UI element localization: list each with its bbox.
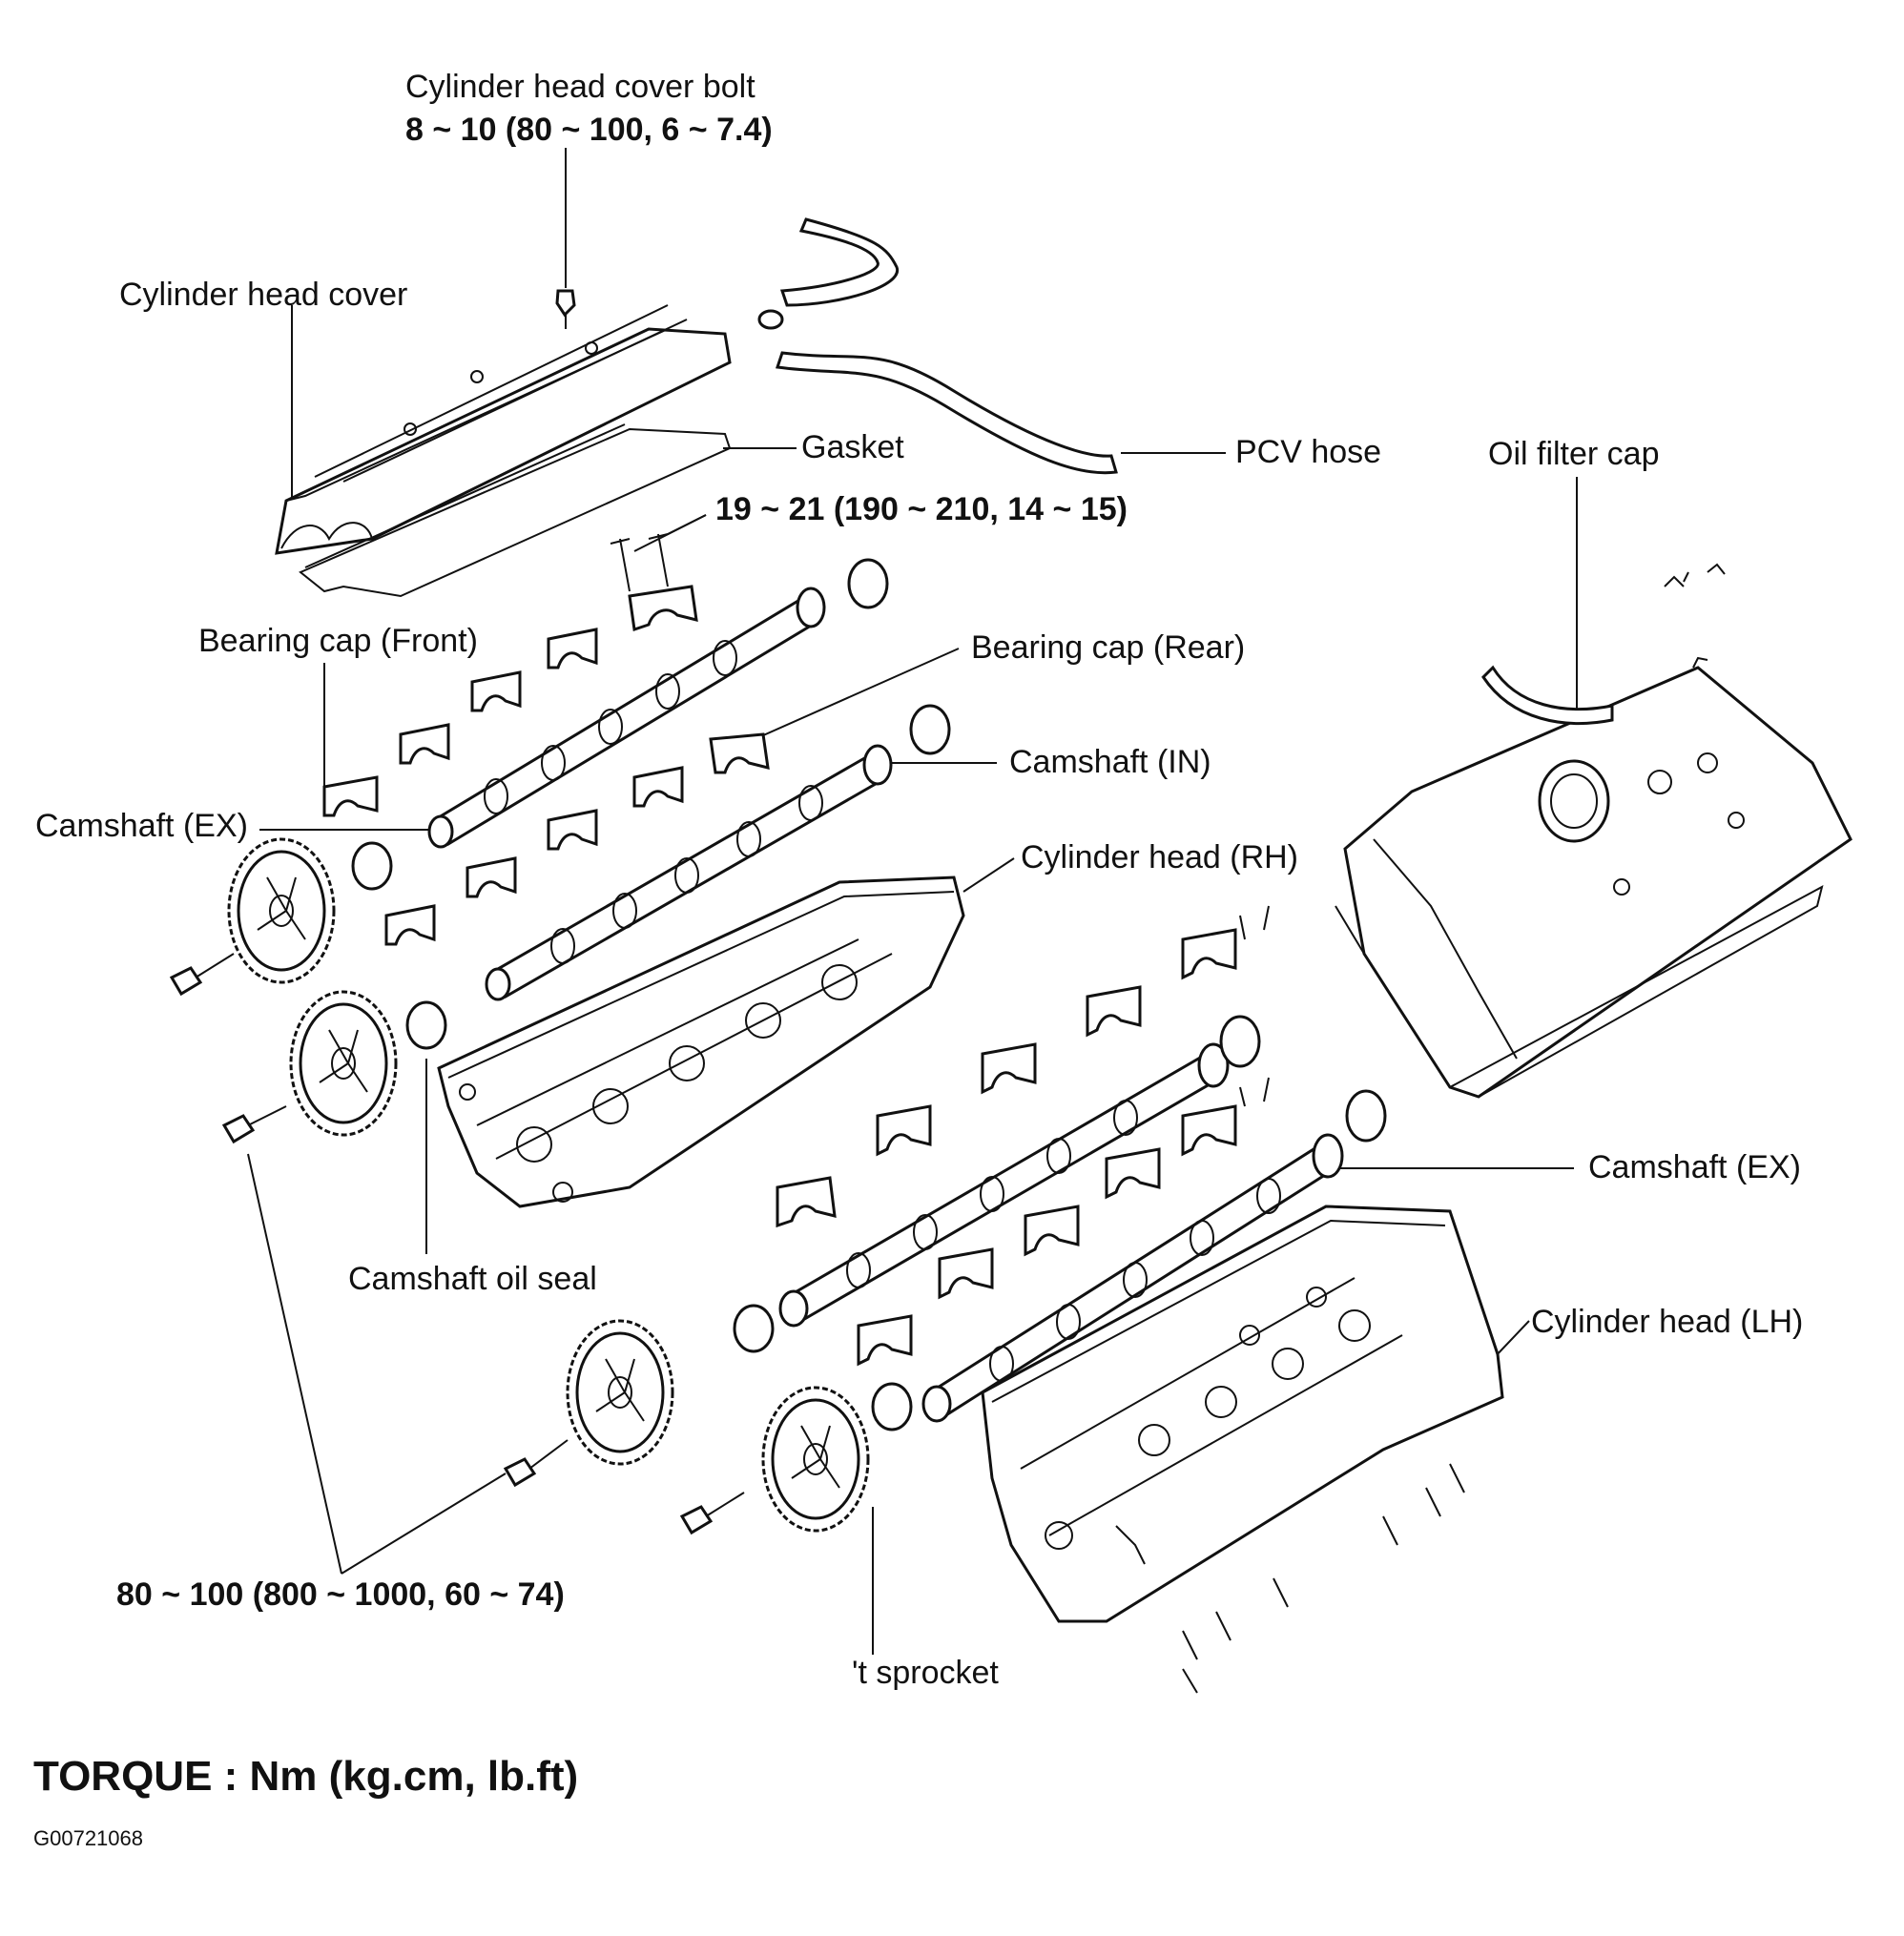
label-camshaft-in: Camshaft (IN)	[1009, 744, 1211, 780]
label-cylinder-head-lh: Cylinder head (LH)	[1531, 1304, 1803, 1340]
label-cover-bolt: Cylinder head cover bolt	[405, 69, 755, 105]
bearing-caps-rh	[322, 585, 770, 946]
camshaft-end-plug	[1345, 1089, 1387, 1143]
cylinder-head-rh	[437, 875, 965, 1208]
label-sprocket-bolt-torque: 80 ~ 100 (800 ~ 1000, 60 ~ 74)	[116, 1576, 565, 1613]
bearing-caps-lh	[776, 905, 1270, 1367]
label-bearing-cap-torque: 19 ~ 21 (190 ~ 210, 14 ~ 15)	[715, 491, 1128, 527]
bearing-cap-bolts	[610, 533, 669, 592]
pcv-hose	[757, 217, 1118, 475]
cylinder-head-cover-lh	[1335, 563, 1852, 1099]
leader-lines	[247, 148, 1578, 1655]
camshaft-sprocket	[289, 990, 398, 1137]
torque-units-note: TORQUE : Nm (kg.cm, lb.ft)	[33, 1753, 578, 1800]
camshaft-sprocket	[566, 1319, 674, 1466]
label-head-cover: Cylinder head cover	[119, 277, 407, 313]
camshaft-in-rh	[485, 744, 893, 1001]
cylinder-head-cover-rh	[275, 289, 732, 555]
camshaft-in-lh	[778, 1042, 1230, 1328]
label-camshaft-ex-lh: Camshaft (EX)	[1588, 1149, 1801, 1185]
camshaft-oil-seal	[351, 841, 393, 891]
cylinder-head-lh	[981, 1205, 1504, 1694]
label-cover-bolt-torque: 8 ~ 10 (80 ~ 100, 6 ~ 7.4)	[405, 112, 773, 148]
camshaft-sprocket	[227, 837, 336, 984]
camshaft-oil-seal	[871, 1382, 913, 1431]
label-camshaft-oil-seal: Camshaft oil seal	[348, 1261, 597, 1297]
gasket	[299, 423, 732, 598]
label-camshaft-ex-rh: Camshaft (EX)	[35, 808, 248, 844]
label-gasket: Gasket	[801, 429, 904, 465]
label-pcv-hose: PCV hose	[1235, 434, 1381, 470]
camshaft-oil-seal	[733, 1304, 775, 1353]
sprocket-bolts	[169, 953, 745, 1535]
camshaft-end-plug	[909, 704, 951, 755]
figure-code: G00721068	[33, 1826, 143, 1850]
label-bearing-cap-front: Bearing cap (Front)	[198, 623, 478, 659]
camshaft-ex-rh	[427, 587, 826, 849]
label-bearing-cap-rear: Bearing cap (Rear)	[971, 629, 1245, 666]
label-cylinder-head-rh: Cylinder head (RH)	[1021, 839, 1298, 875]
label-oil-filter-cap: Oil filter cap	[1488, 436, 1660, 472]
camshaft-sprocket	[761, 1386, 870, 1533]
camshaft-end-plug	[1219, 1015, 1261, 1068]
camshaft-oil-seal	[405, 1000, 447, 1050]
camshaft-end-plug	[847, 558, 889, 609]
label-sprocket: 't sprocket	[852, 1655, 999, 1691]
